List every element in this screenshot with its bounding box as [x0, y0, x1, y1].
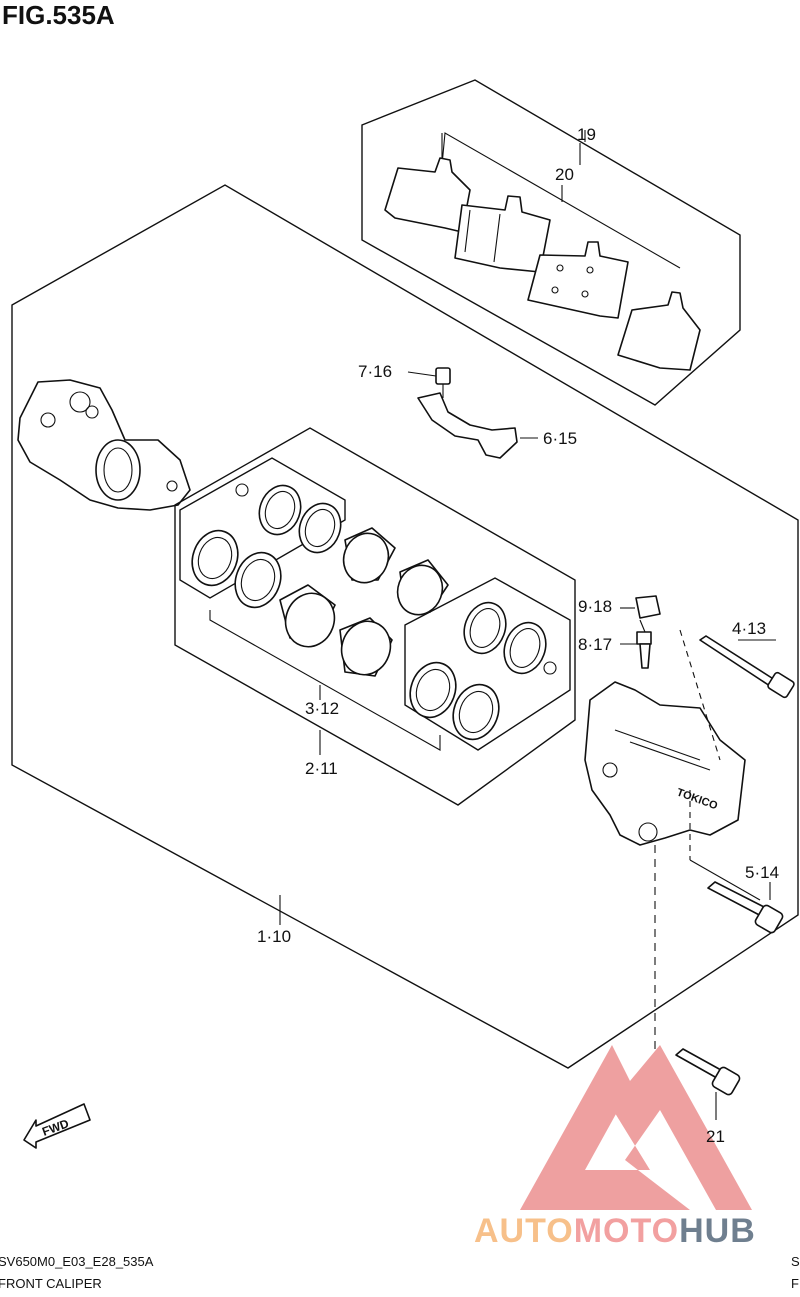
pad-spring [417, 392, 518, 459]
figure-code-right-fragment: S [791, 1254, 800, 1269]
fwd-arrow-icon: FWD [23, 1103, 91, 1149]
callout-3-12: 3·12 [305, 699, 339, 718]
callout-7-16: 7·16 [358, 362, 392, 381]
callout-20: 20 [555, 165, 574, 184]
caliper-assembly-outline [11, 184, 799, 1069]
figure-name-right-fragment: F [791, 1276, 799, 1291]
caliper-pin-long [699, 635, 795, 699]
watermark-text: AUTOMOTOHUB [474, 1212, 756, 1251]
callout-5-14: 5·14 [745, 863, 779, 882]
leader-lines [279, 130, 776, 1120]
callout-2-11: 2·11 [305, 759, 338, 778]
seal-rings-left [191, 483, 342, 609]
callout-1-10: 1·10 [257, 927, 291, 946]
seal-kit-bracket [209, 610, 441, 751]
watermark-moto: MOTO [573, 1212, 680, 1250]
figure-code: SV650M0_E03_E28_535A [0, 1254, 154, 1269]
brake-pad-3 [527, 241, 629, 319]
mounting-bolt [675, 1048, 741, 1096]
callout-4-13: 4·13 [732, 619, 766, 638]
figure-name: FRONT CALIPER [0, 1276, 102, 1291]
watermark-auto: AUTO [474, 1212, 574, 1250]
callout-6-15: 6·15 [543, 429, 577, 448]
piston-kit-outline [174, 427, 576, 806]
callout-19: 19 [577, 125, 596, 144]
caliper-half [17, 379, 191, 511]
seal-panel-right [404, 577, 571, 751]
pistons [279, 527, 449, 677]
callout-21: 21 [706, 1127, 725, 1146]
caliper-bolt [707, 881, 784, 934]
brake-pad-4 [617, 291, 701, 371]
seal-rings-right [409, 601, 557, 741]
watermark-hub: HUB [679, 1212, 756, 1250]
brake-pad-1 [384, 157, 471, 233]
fwd-label: FWD [40, 1116, 71, 1139]
watermark-logo-icon [520, 1045, 752, 1210]
bleeder-valve [636, 631, 652, 669]
caliper-body: TOKICO [584, 681, 746, 846]
figure-title: FIG.535A [2, 0, 115, 30]
brake-pad-2 [454, 195, 551, 273]
callout-9-18: 9·18 [578, 597, 612, 616]
pad-set-outline [361, 79, 741, 406]
seal-panel-left [179, 457, 346, 599]
bleeder-cap [635, 595, 661, 619]
callout-8-17: 8·17 [578, 635, 612, 654]
